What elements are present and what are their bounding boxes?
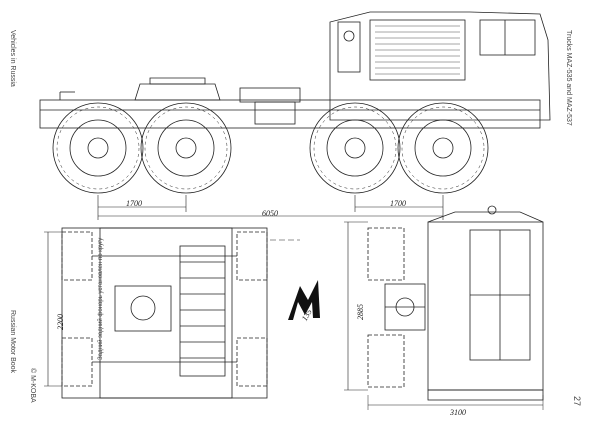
dim-wheelbase-front: 1700 xyxy=(126,199,142,208)
fifth-wheel xyxy=(149,77,206,85)
dim-wheelbase-rear: 1700 xyxy=(390,199,406,208)
maz-logo xyxy=(288,280,320,320)
vertical-note: Задний задний фонарь установлен по кругу xyxy=(98,237,104,360)
cab-window xyxy=(479,19,536,56)
chassis-frame xyxy=(39,99,541,129)
header-left-text: Vehicles in Russia xyxy=(9,30,16,87)
side-wheels xyxy=(52,102,489,194)
dim-track: 3100 xyxy=(450,408,466,417)
dim-width-front: 2885 xyxy=(356,304,365,320)
front-view xyxy=(344,205,544,410)
page-number: 27 xyxy=(572,396,582,407)
cab-side xyxy=(329,11,551,121)
dim-wheelbase-total: 6050 xyxy=(262,209,278,218)
underside-view xyxy=(44,227,268,399)
dim-width-rear: 2200 xyxy=(56,314,65,330)
side-dim-lines xyxy=(97,195,444,220)
footer-left-text: Russian Motor Book xyxy=(9,310,16,374)
copyright: © M-KOBA xyxy=(29,368,36,403)
header-title: Trucks MAZ-535 and MAZ-537 xyxy=(565,30,572,126)
